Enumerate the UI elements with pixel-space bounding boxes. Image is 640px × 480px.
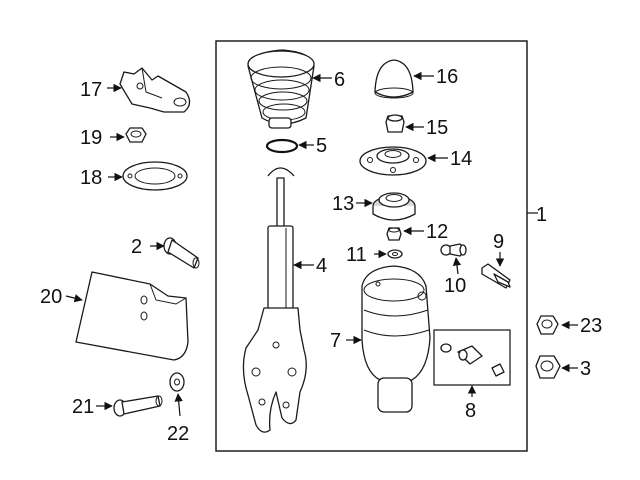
part-8-kit-box — [433, 329, 511, 386]
label-16[interactable]: 16 — [436, 66, 458, 88]
label-1[interactable]: 1 — [536, 204, 547, 226]
label-21[interactable]: 21 — [72, 396, 94, 418]
label-4[interactable]: 4 — [316, 255, 327, 277]
label-10[interactable]: 10 — [444, 275, 466, 297]
part-21-bolt — [113, 395, 163, 417]
label-17[interactable]: 17 — [80, 79, 102, 101]
label-11[interactable]: 11 — [346, 244, 367, 266]
leader-20 — [65, 294, 83, 303]
part-13-bearing — [372, 192, 416, 221]
part-16-cap — [374, 59, 414, 99]
part-10-fitting — [440, 243, 467, 257]
label-3[interactable]: 3 — [580, 358, 591, 380]
part-2-bolt — [163, 237, 200, 269]
label-9[interactable]: 9 — [493, 231, 504, 253]
part-17-bracket — [119, 67, 191, 113]
part-6-boot — [247, 49, 315, 129]
part-3-nut — [535, 355, 561, 379]
part-19-nut — [125, 127, 147, 143]
part-15-nut — [385, 114, 405, 133]
label-14[interactable]: 14 — [450, 148, 472, 170]
part-23-nut — [536, 315, 559, 335]
part-22-hole — [174, 378, 180, 386]
label-6[interactable]: 6 — [334, 69, 345, 91]
label-2[interactable]: 2 — [131, 236, 142, 258]
leader-22 — [174, 393, 183, 417]
part-7-air-spring — [361, 265, 431, 413]
part-22-washer — [169, 372, 185, 392]
part-12-nut — [386, 227, 402, 241]
label-8[interactable]: 8 — [465, 400, 476, 422]
label-22[interactable]: 22 — [167, 423, 189, 445]
label-12[interactable]: 12 — [426, 221, 448, 243]
label-15[interactable]: 15 — [426, 117, 448, 139]
leader-10 — [452, 257, 462, 275]
part-14-mount — [359, 146, 427, 176]
part-11-washer — [387, 249, 403, 259]
label-23[interactable]: 23 — [580, 315, 602, 337]
label-7[interactable]: 7 — [330, 330, 341, 352]
assembly-box — [215, 40, 528, 452]
label-19[interactable]: 19 — [80, 127, 102, 149]
label-13[interactable]: 13 — [332, 193, 354, 215]
part-11-hole — [392, 252, 398, 256]
label-18[interactable]: 18 — [80, 167, 102, 189]
part-4-strut — [242, 167, 307, 433]
part-9-valve — [481, 263, 511, 289]
label-20[interactable]: 20 — [40, 286, 62, 308]
part-8-kit — [440, 343, 505, 377]
label-5[interactable]: 5 — [316, 135, 327, 157]
part-5-ring — [265, 138, 299, 154]
part-18-plate — [122, 161, 188, 191]
part-20-shield — [75, 271, 189, 361]
